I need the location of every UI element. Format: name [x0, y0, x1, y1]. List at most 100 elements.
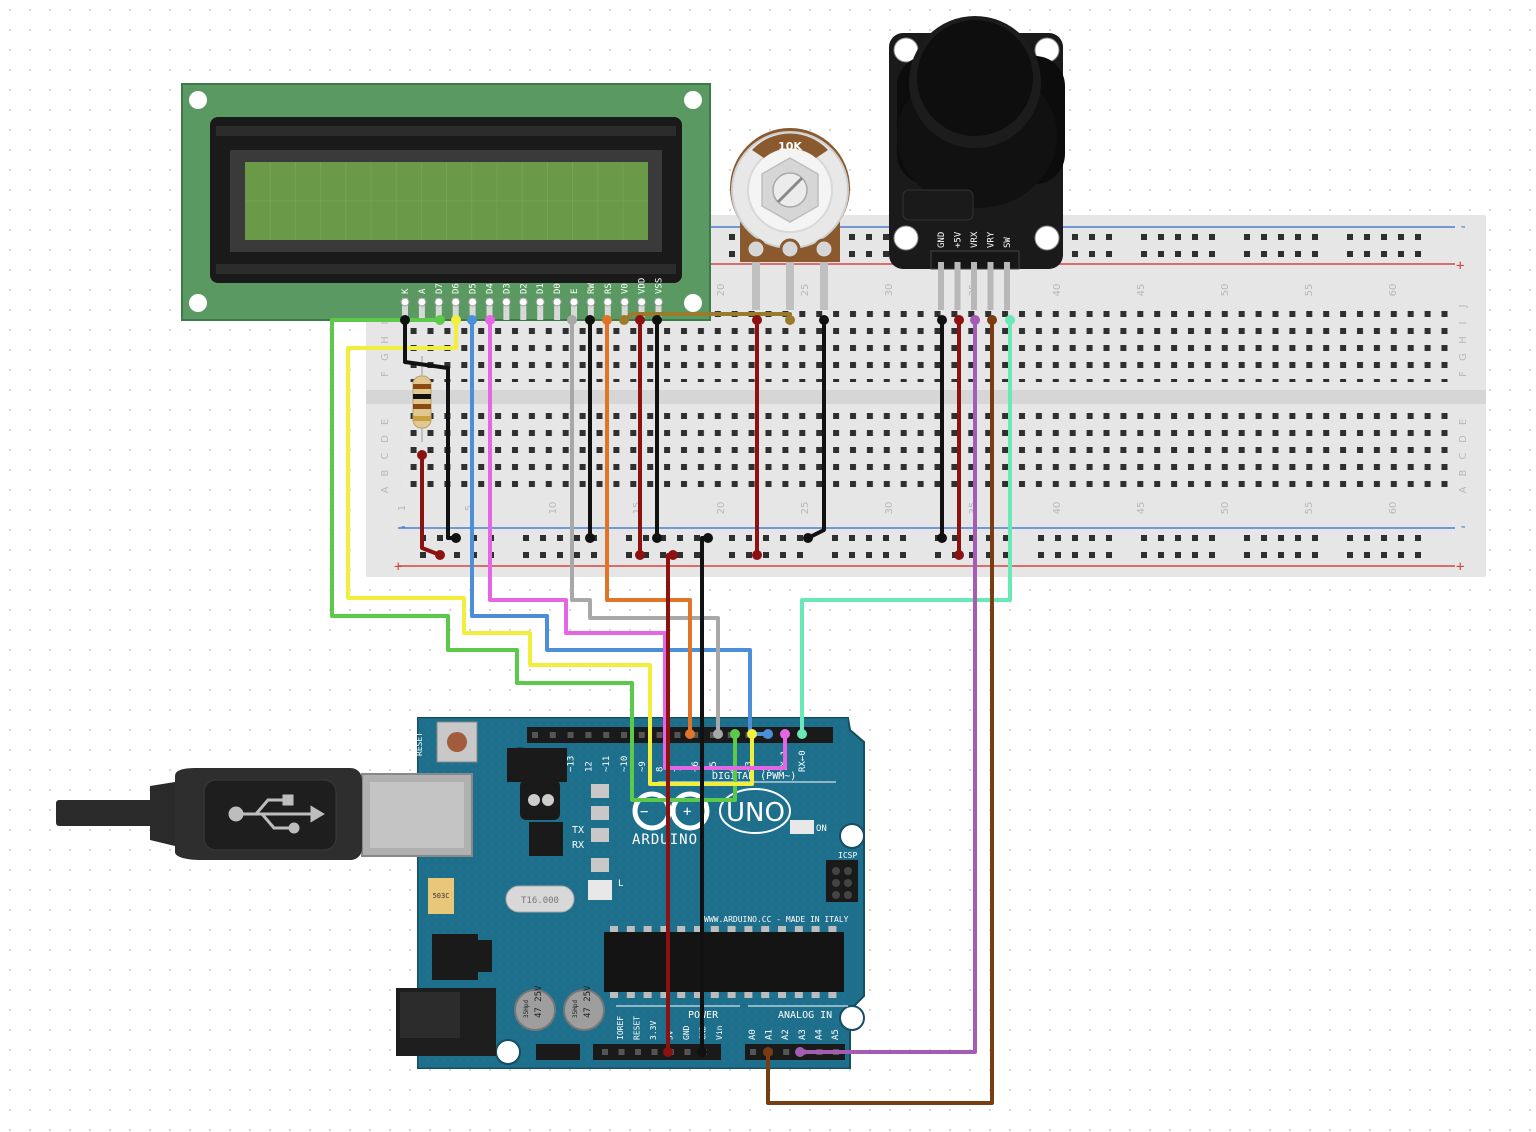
joystick-pin[interactable] — [1004, 262, 1010, 310]
wire-endpoint[interactable] — [602, 315, 612, 325]
wire-endpoint[interactable] — [763, 729, 773, 739]
row-letter: J — [1458, 305, 1469, 309]
wire-endpoint[interactable] — [703, 533, 713, 543]
row-letter: E — [1458, 419, 1469, 425]
wire-endpoint[interactable] — [652, 315, 662, 325]
wire-pink[interactable] — [488, 318, 787, 770]
joystick-pin[interactable] — [954, 262, 961, 310]
wire-red-resistor[interactable] — [420, 453, 442, 557]
resistor[interactable] — [412, 356, 432, 442]
lcd-pin[interactable] — [537, 298, 544, 320]
lcd-pin[interactable] — [418, 298, 425, 320]
terminal-holes-bottom[interactable] — [400, 413, 1450, 495]
row-letter: H — [1458, 336, 1469, 344]
wire-endpoint[interactable] — [780, 729, 790, 739]
wire-endpoint[interactable] — [635, 550, 645, 560]
lcd-pin[interactable] — [469, 298, 476, 320]
column-number: 55 — [1304, 502, 1315, 515]
capacitor-value: 47 25V — [534, 985, 544, 1018]
wire-endpoint[interactable] — [567, 315, 577, 325]
wire-endpoint[interactable] — [435, 550, 445, 560]
wire-brown-vry[interactable] — [766, 318, 994, 1105]
wire-endpoint[interactable] — [635, 315, 645, 325]
wire-endpoint[interactable] — [467, 315, 477, 325]
lcd-pin-label: RW — [587, 283, 597, 294]
lcd-pin[interactable] — [638, 298, 645, 320]
lcd-pin[interactable] — [604, 298, 611, 320]
wire-endpoint[interactable] — [954, 550, 964, 560]
arduino-uno[interactable]: RESET AREFGND~1312~11~10~987~6~54~32TX→1… — [361, 717, 865, 1069]
lcd-mount-hole — [684, 294, 702, 312]
wire-endpoint[interactable] — [795, 1047, 805, 1057]
potentiometer[interactable]: 10K — [730, 128, 850, 310]
joystick-pin-label: VRY — [987, 231, 997, 248]
wire-mint[interactable] — [800, 318, 1012, 736]
crystal-label: T16.000 — [521, 896, 559, 906]
wire-endpoint[interactable] — [819, 315, 829, 325]
wire-endpoint[interactable] — [763, 1047, 773, 1057]
wire-endpoint[interactable] — [954, 315, 964, 325]
wire-endpoint[interactable] — [730, 729, 740, 739]
wire-endpoint[interactable] — [1005, 315, 1015, 325]
lcd-mount-hole — [684, 91, 702, 109]
usb-cable[interactable] — [56, 768, 362, 860]
wire-orange[interactable] — [605, 318, 692, 736]
capacitor — [514, 989, 556, 1031]
reset-button-cap[interactable] — [447, 732, 467, 752]
lcd-pin[interactable] — [520, 298, 527, 320]
wire-endpoint[interactable] — [585, 315, 595, 325]
wire-endpoint[interactable] — [937, 533, 947, 543]
wire-endpoint[interactable] — [652, 533, 662, 543]
wire-endpoint[interactable] — [400, 315, 410, 325]
wire-endpoint[interactable] — [697, 1047, 707, 1057]
wire-endpoint[interactable] — [417, 450, 427, 460]
wire-endpoint[interactable] — [747, 729, 757, 739]
wire-endpoint[interactable] — [752, 550, 762, 560]
wire-endpoint[interactable] — [435, 315, 445, 325]
joystick-pin[interactable] — [987, 262, 994, 310]
wire-gray[interactable] — [570, 318, 720, 736]
wire-endpoint[interactable] — [970, 315, 980, 325]
wire-endpoint[interactable] — [451, 533, 461, 543]
wire-purple-vrx[interactable] — [798, 318, 977, 1054]
joystick-pin[interactable] — [938, 262, 944, 310]
lcd-pin-label: D3 — [502, 283, 512, 294]
joystick-pin[interactable] — [971, 262, 977, 310]
lcd-pin[interactable] — [571, 298, 577, 320]
wire-endpoint[interactable] — [797, 729, 807, 739]
lcd-pin[interactable] — [402, 298, 408, 320]
wire-black-pot[interactable] — [806, 318, 826, 540]
lcd-pin[interactable] — [655, 298, 662, 320]
wire-endpoint[interactable] — [752, 315, 762, 325]
digital-pin-label: ~11 — [602, 756, 612, 772]
wire-endpoint[interactable] — [619, 315, 629, 325]
lcd-pin[interactable] — [503, 298, 510, 320]
wire-endpoint[interactable] — [987, 315, 997, 325]
lcd-pin[interactable] — [486, 298, 493, 320]
wire-endpoint[interactable] — [937, 315, 947, 325]
icsp-header[interactable] — [826, 860, 858, 902]
lcd-pin[interactable] — [621, 298, 628, 320]
row-letter: I — [380, 322, 391, 325]
wire-black-lcd-k[interactable] — [403, 318, 458, 540]
lcd-pin[interactable] — [435, 298, 442, 320]
lcd-pin[interactable] — [554, 298, 561, 320]
wire-endpoint[interactable] — [685, 729, 695, 739]
wire-endpoint[interactable] — [451, 315, 461, 325]
svg-text:−: − — [640, 804, 648, 820]
wire-endpoint[interactable] — [785, 315, 795, 325]
wire-endpoint[interactable] — [585, 533, 595, 543]
lcd-pin[interactable] — [452, 298, 459, 320]
icsp-label: ICSP — [838, 851, 857, 860]
wire-endpoint[interactable] — [663, 1047, 673, 1057]
wire-endpoint[interactable] — [713, 729, 723, 739]
pot-value-label: 10K — [778, 140, 802, 153]
wire-endpoint[interactable] — [485, 315, 495, 325]
wire-endpoint[interactable] — [668, 550, 678, 560]
joystick-pin-label: GND — [937, 232, 947, 248]
lcd-pin[interactable] — [587, 298, 594, 320]
wire-endpoint[interactable] — [803, 533, 813, 543]
